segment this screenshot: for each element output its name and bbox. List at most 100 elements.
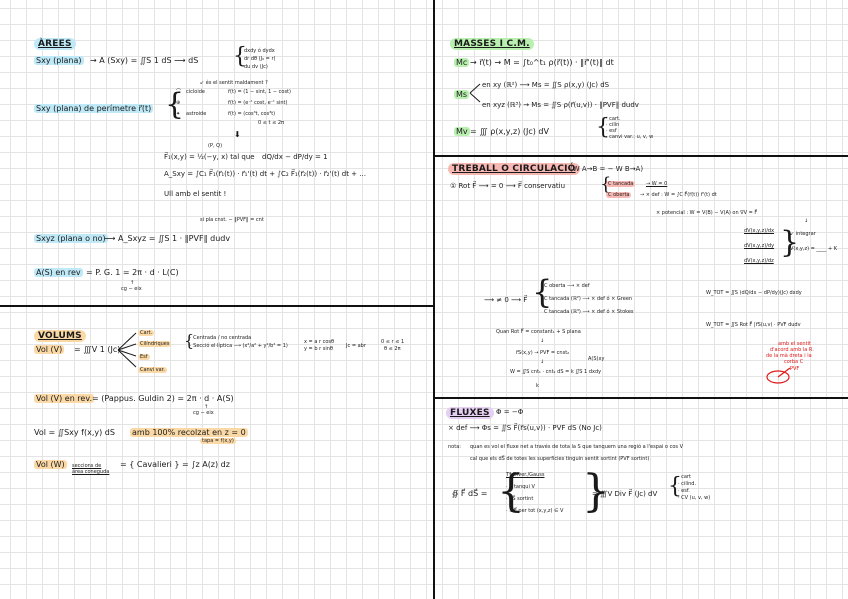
case2-option-2: C tancada (ℝ²) ⟶ × def ó × Green xyxy=(544,296,633,302)
volums-title: VOLUMS xyxy=(34,330,86,342)
ms-xyz-formula: en xyz (ℝ³) → Ms = ∬S ρ(r⃗(u,v)) · ‖PVF‖… xyxy=(482,101,639,109)
mv-label: Mv xyxy=(454,127,470,136)
vol-proj-formula: Vol = ∬Sxy f(x,y) dS xyxy=(34,428,115,437)
gauss-option-2: · cilínd. xyxy=(678,481,697,487)
param-note: si pla cnst. − ‖PVF‖ = cnt xyxy=(200,217,264,223)
gauss-cond-3: · ∃ F⃗ per tot (x,y,z) ∈ V xyxy=(506,508,564,514)
down-arrow-icon: ↓ xyxy=(540,359,545,365)
up-arrow-icon: ↑ xyxy=(204,404,209,410)
curve-name-1: cicloide xyxy=(186,89,205,95)
vol-caval-lhs: Vol (W) xyxy=(34,460,67,469)
treball-symmetry: (W A→B = − W B→A) xyxy=(570,165,644,173)
cil-range-theta: θ ≤ 2π xyxy=(384,346,401,352)
down-arrow-icon: ⬇ xyxy=(234,130,241,139)
vol-branch-cart: Cart. xyxy=(138,330,155,336)
areas-line1-lhs: Sxy (plana) xyxy=(34,56,84,65)
area-line-integral: A_Sxy = ∫C₁ F⃗₁(r⃗₁(t)) · r⃗₁'(t) dt + ∫… xyxy=(164,170,366,178)
vol-caval-sub1: seccions de xyxy=(72,463,102,469)
areas-line4-note: cg − eix xyxy=(121,286,142,292)
cil-jacobian: Jc = abr xyxy=(346,343,366,349)
flux-definition: × def ⟶ Φs = ∬S F⃗(r⃗s(u,v)) · PVF dS (N… xyxy=(448,424,602,432)
partial-z: dV(x,y,z)/dz xyxy=(744,258,774,264)
areas-line2-lhs: Sxy (plana) de perímetre r⃗(t) xyxy=(34,104,154,113)
field-definition: F⃗₁(x,y) = ½(−y, x) tal que xyxy=(164,153,255,161)
areas-line4-formula: = P. G. 1 = 2π · d · L(C) xyxy=(86,268,179,277)
mv-option-1: · cart. xyxy=(606,116,621,122)
vol-proj-note1: amb 100% recolzat en z = 0 xyxy=(130,428,248,437)
vertical-divider xyxy=(433,0,435,599)
areas-sense-note: ↙ és el sentit maldament ? xyxy=(200,80,268,86)
red-note-2: d'acord amb la R. xyxy=(770,347,814,353)
potential-method: × potencial : W = V(B) − V(A) on ∇V = F⃗ xyxy=(656,210,758,216)
brace: } xyxy=(582,466,610,517)
fluxes-title: FLUXES xyxy=(446,407,494,419)
areas-line1-formula: → A (Sxy) = ∬S 1 dS ⟶ dS xyxy=(90,56,199,65)
branch-arrows-icon xyxy=(469,83,481,103)
gauss-option-1: · cart xyxy=(678,474,692,480)
gauss-option-3: · esf. xyxy=(678,488,690,494)
right-horizontal-divider-2 xyxy=(434,397,848,399)
areas-case-2: dr dθ (J₀ = r) xyxy=(244,56,276,62)
brace: { xyxy=(600,176,611,194)
stokes-theorem: W_TOT = ∬S Rot F⃗ |r⃗S(u,v) · PVF dudv xyxy=(706,322,801,328)
vol-rhs: = ∭V 1 (Jc) xyxy=(74,345,121,354)
const-rot: Quan Rot F⃗ = constant₁ + S plana xyxy=(496,329,581,335)
red-note-4: corba C xyxy=(784,359,804,365)
ms-xy-formula: en xy (ℝ²) ⟶ Ms = ∬S ρ(x,y) (Jc) dS xyxy=(482,81,610,89)
green-theorem: W_TOT = ∬S (dQ/dx − dP/dy)(Jc) dxdy xyxy=(706,290,802,296)
note-line-1: quan es vol el fluxe net a través de tot… xyxy=(470,444,684,450)
vol-branch-canvi: Canvi var. xyxy=(138,367,167,373)
case2-option-1: C oberta ⟶ × def xyxy=(544,283,590,289)
brace: { xyxy=(165,87,185,122)
case2-option-3: C tancada (ℝ³) ⟶ × def ó × Stokes xyxy=(544,309,634,315)
gauss-lhs: ∯ F⃗ dS⃗ = xyxy=(452,489,488,498)
note-label: nota: xyxy=(448,444,461,450)
curve-formula-1: r⃗(t) = (1 − sint, 1 − cost) xyxy=(228,89,291,95)
open-curve: C oberta xyxy=(606,192,632,198)
const-step3: W = ∬S cnt₁ · cnt₂ dS = k ∬S 1 dxdy xyxy=(510,369,602,375)
partial-x: dV(x,y,z)/dx xyxy=(744,228,775,234)
curve-formula-2: r⃗(t) = (e⁻ᵗ cost, e⁻ᵗ sint) xyxy=(228,100,288,106)
vol-caval-sub2: àrea coneguda xyxy=(72,469,110,475)
red-pvf-label: PVF xyxy=(790,366,800,372)
left-horizontal-divider xyxy=(0,305,434,307)
vol-branch-esf: Esf xyxy=(138,354,150,360)
sense-warning: Ull amb el sentit ! xyxy=(164,190,227,198)
brace: { xyxy=(233,44,247,69)
vol-branch-cil: Cilíndriques xyxy=(138,341,172,347)
brace: { xyxy=(596,115,610,140)
cil-option-2: · Secció el·líptica ⟶ (x²/a² + y²/b² = 1… xyxy=(190,343,288,349)
gauss-cond-1: · S tanqui V xyxy=(506,484,535,490)
branch-arrows-icon xyxy=(117,332,137,368)
note-line-2: cal que els dS⃗ de totes les superfícies… xyxy=(470,456,650,462)
mv-option-2: · cilín xyxy=(606,122,620,128)
brace: } xyxy=(780,225,800,260)
pq-label: (P, Q) xyxy=(208,143,223,149)
mv-option-4: · canvi var.: u, v, w xyxy=(606,134,654,140)
integrate-note: ↙ integrar xyxy=(790,231,816,237)
cycloid-icon: ⌒ xyxy=(176,89,182,95)
gauss-option-4: · CV (u, v, w) xyxy=(678,495,711,501)
areas-title: ÀREES xyxy=(34,38,76,50)
vol-lhs: Vol (V) xyxy=(34,345,65,354)
gauss-rhs: = ∭V Div F⃗ (Jc) dV xyxy=(592,490,658,498)
cil-subst-x: x = a r cosθ xyxy=(304,339,335,345)
vol-rev-lhs: Vol (V) en rev. xyxy=(34,394,94,403)
cil-option-1: · Centrada / no centrada xyxy=(190,335,252,341)
const-step2: r⃗S(x,y) → PVF = cnst₂ xyxy=(516,350,570,356)
masses-title: MASSES I C.M. xyxy=(450,38,534,50)
vol-proj-note2: tapa = f(x,y) xyxy=(200,438,236,444)
mc-label: Mc xyxy=(454,58,470,67)
curve-formula-3: r⃗(t) = (cos³t, cos³t) xyxy=(228,111,276,117)
red-note-3: de la mà dreta i la xyxy=(766,353,812,359)
brace: { xyxy=(532,273,553,311)
open-definition: → × def : W = ∫C F⃗(r⃗(t)) r⃗'(t) dt xyxy=(640,192,717,198)
mc-formula: → r⃗(t) → M = ∫t₀^t₁ ρ(r⃗(t)) · ‖r⃗'(t)‖… xyxy=(470,58,614,67)
areas-case-1: dxdy ó dydx xyxy=(244,48,275,54)
red-note-1: amb el sentit xyxy=(778,341,811,347)
const-area: A(S)xy xyxy=(588,356,605,362)
down-arrow-icon: ↓ xyxy=(804,218,809,224)
astroid-icon: ✦ xyxy=(176,111,181,117)
param-range: 0 ≤ t ≤ 2π xyxy=(258,120,285,126)
treball-title: TREBALL O CIRCULACIÓ xyxy=(448,163,580,175)
